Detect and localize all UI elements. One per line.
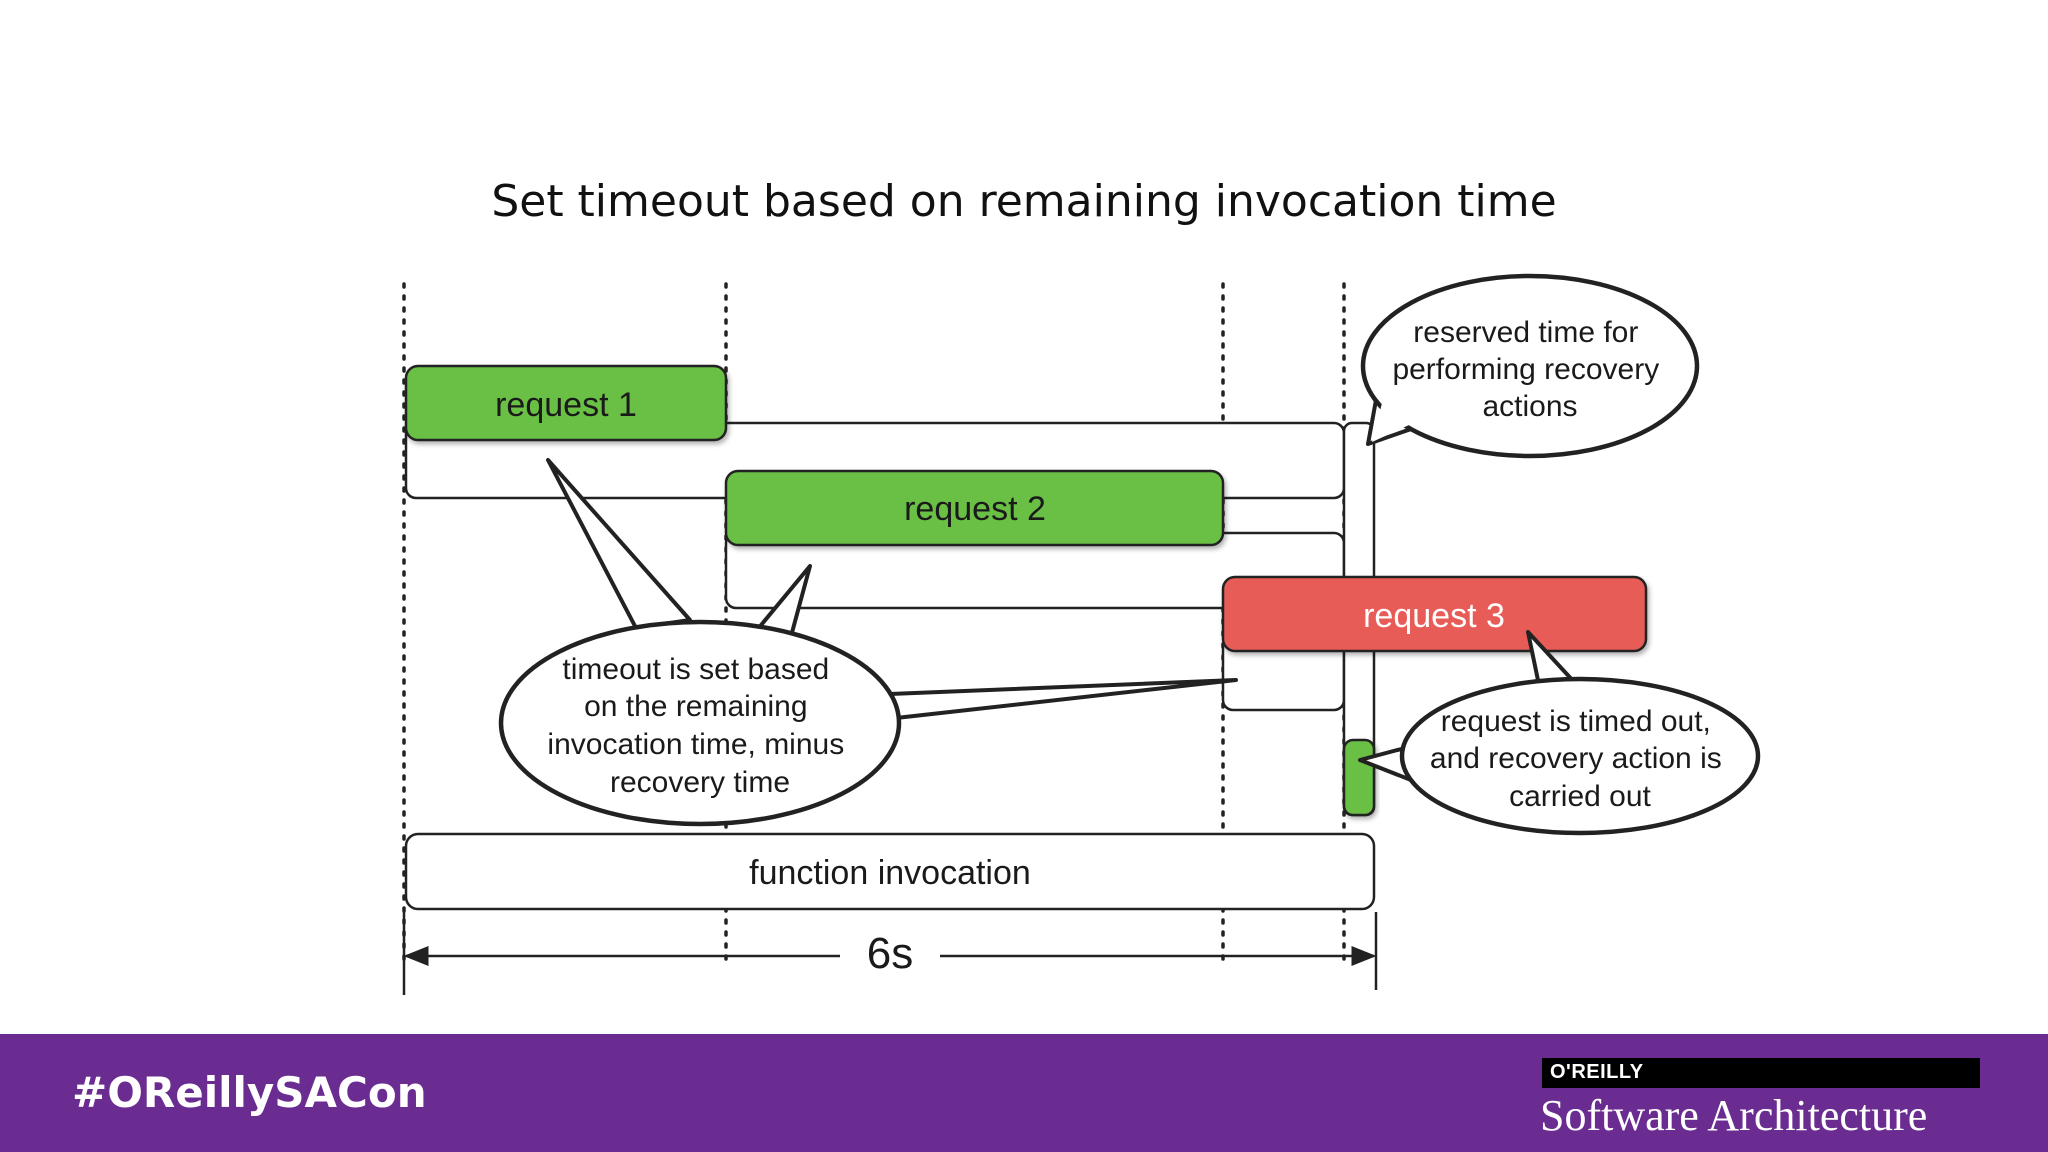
reserved-time-line-2: performing recovery (1392, 353, 1659, 386)
timed-out-line-2: and recovery action is (1430, 742, 1722, 775)
timeout-diagram: request 1 request 2 request 3 function i… (402, 273, 1761, 995)
request-2-label: request 2 (904, 490, 1046, 528)
footer-bar: #OReillySACon O'REILLY Software Architec… (0, 1034, 2048, 1152)
function-invocation-bar (404, 832, 1376, 911)
recovery-action-bar (1342, 738, 1376, 817)
request-1-label: request 1 (495, 386, 637, 424)
oreilly-logo: O'REILLY (1542, 1058, 1980, 1088)
request-3-label: request 3 (1363, 597, 1505, 635)
request-3-bar (1221, 575, 1648, 653)
reserved-time-line-3: actions (1482, 390, 1577, 423)
timeout-set-line-2: on the remaining (584, 690, 807, 723)
request-2-bar (724, 469, 1225, 547)
timeout-set-line-4: recovery time (610, 766, 790, 799)
conference-name: Software Architecture (1540, 1091, 1928, 1140)
duration-label: 6s (867, 929, 913, 978)
timeout-set-line-3: invocation time, minus (547, 728, 844, 761)
timeout-set-line-1: timeout is set based (562, 653, 829, 686)
function-invocation-label: function invocation (749, 854, 1031, 892)
publisher-wordmark: O'REILLY (1550, 1061, 1644, 1083)
conference-hashtag: #OReillySACon (72, 1068, 427, 1117)
request-1-bar (404, 364, 728, 442)
svg-text:reserved time for perfor: reserved time for performing recovery ac… (1392, 316, 1667, 423)
timed-out-line-3: carried out (1509, 780, 1651, 813)
callout-timeout-set: timeout is set based on the remaining in… (498, 458, 1238, 827)
svg-text:request is timed out, an: request is timed out, and recovery actio… (1430, 705, 1730, 813)
callout-timed-out: request is timed out, and recovery actio… (1358, 630, 1761, 836)
slide-title: Set timeout based on remaining invocatio… (491, 176, 1557, 227)
reserved-time-line-1: reserved time for (1413, 316, 1638, 349)
callout-reserved-time: reserved time for performing recovery ac… (1360, 273, 1700, 459)
svg-text:timeout is set based on: timeout is set based on the remaining in… (547, 653, 852, 799)
timed-out-line-1: request is timed out, (1441, 705, 1711, 738)
duration-dimension (402, 912, 1378, 995)
